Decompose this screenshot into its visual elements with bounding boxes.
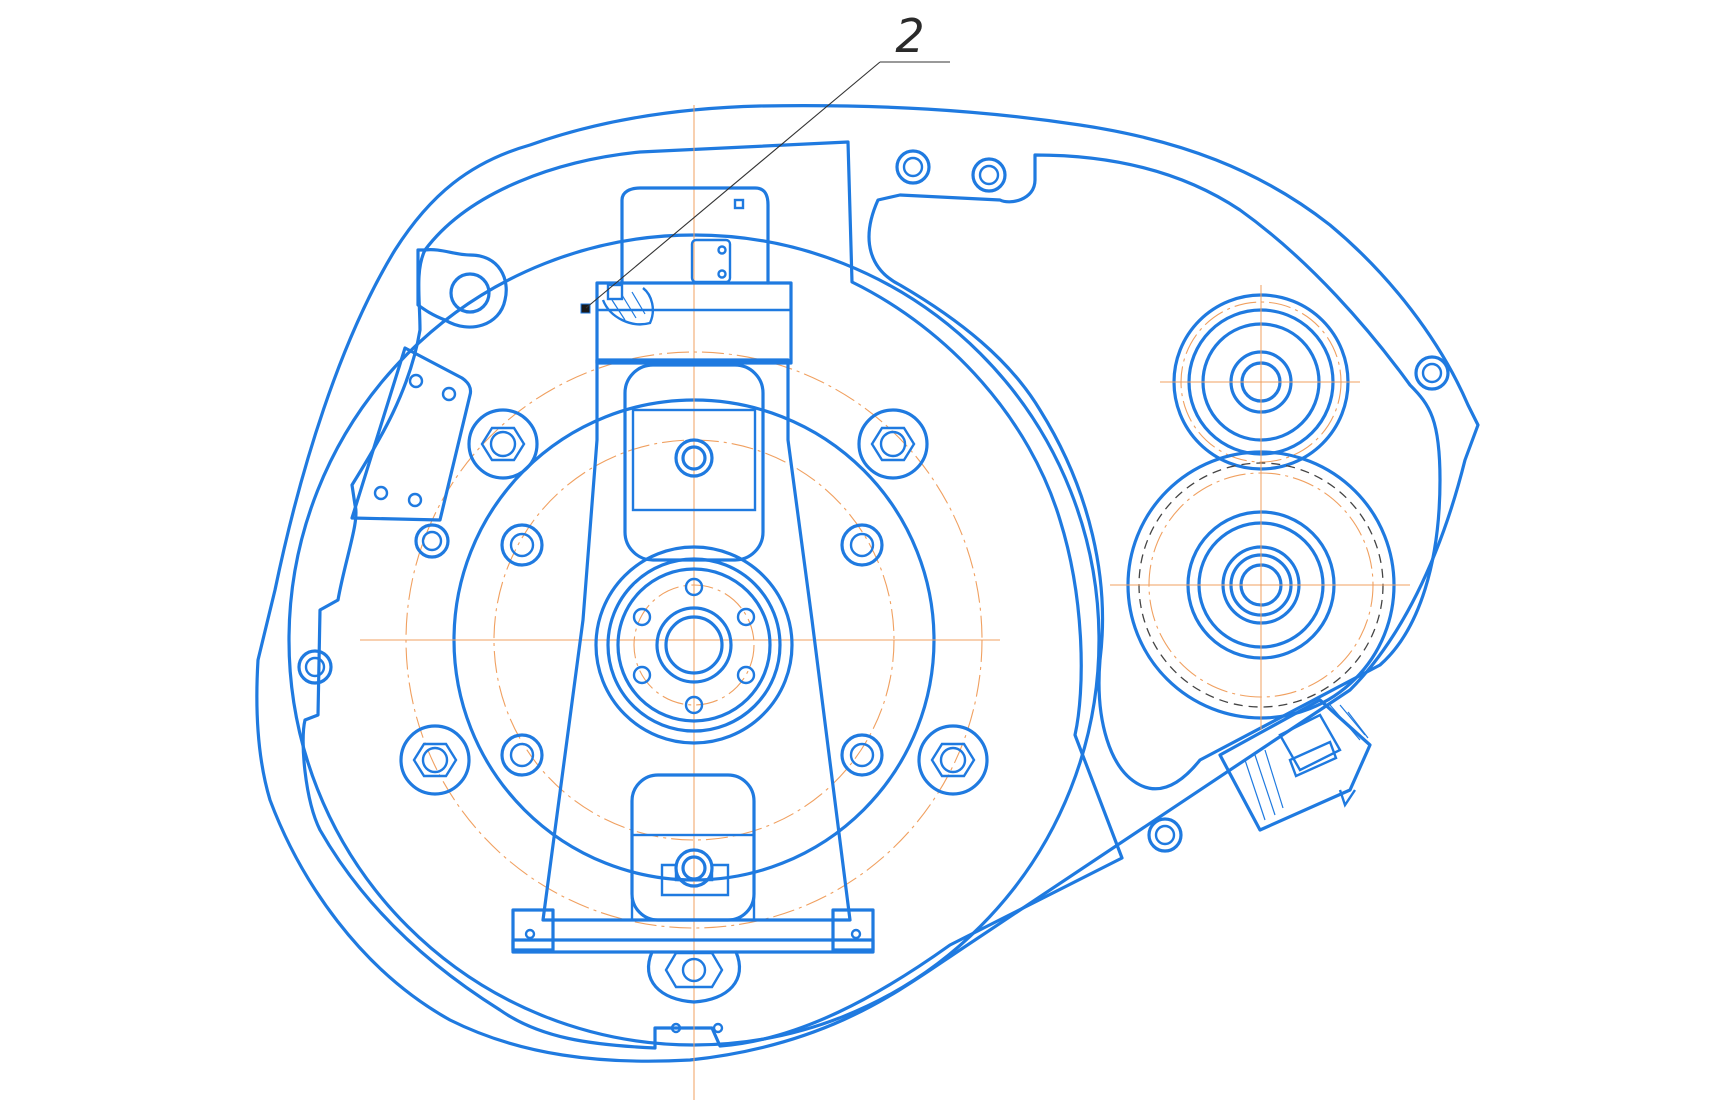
left-plate-hole-1 (408, 373, 424, 389)
hub-holes (632, 577, 756, 715)
hub-bore-outer (655, 606, 733, 684)
housing-inner-contour-left (301, 140, 1124, 1050)
bottom-nut-hex (664, 951, 724, 989)
bolt-pitch-circle-inner (493, 439, 895, 841)
top-bolt-1 (895, 149, 931, 185)
left-bolt-middle (414, 523, 450, 559)
part-2-detail (580, 283, 654, 326)
small-hole-b (717, 269, 727, 279)
bottom-nut-lug (646, 950, 742, 1004)
left-plate (350, 346, 473, 522)
hex-bolt-bottom-left (399, 724, 471, 796)
housing-inner-contour-right (867, 153, 1442, 791)
lower-window-insert (630, 833, 756, 922)
callout-leader (585, 61, 881, 309)
upper-bolt-inner (681, 445, 707, 471)
lower-gear (1110, 440, 1410, 730)
bottom-nut-hole (681, 957, 707, 983)
right-foot (831, 908, 875, 952)
right-bolt-edge (1414, 355, 1450, 391)
small-square-mark (733, 198, 745, 210)
hub-outer (594, 545, 794, 745)
upper-bolt-outer (674, 438, 714, 478)
lower-bolt-outer (674, 848, 714, 888)
hub-pitch-circle (633, 584, 755, 706)
right-foot-hole (850, 928, 862, 940)
hub-ring-2 (616, 567, 772, 723)
hex-bolt-top-left (467, 408, 539, 480)
bottom-pin-left (670, 1022, 682, 1034)
hex-bolt-bottom-right (917, 724, 989, 796)
left-plate-hole-4 (407, 492, 423, 508)
part-2-marker (580, 303, 591, 314)
bolt-pitch-circle-outer (405, 351, 983, 929)
upper-window-insert (631, 408, 757, 512)
bottom-pin-right (712, 1022, 724, 1034)
bracket-top-plate (595, 281, 793, 365)
small-hole-a (717, 245, 727, 255)
lower-bolt-inner (681, 855, 707, 881)
left-bolt-edge (297, 649, 333, 685)
drain-plug-section (1218, 698, 1372, 832)
top-bolt-2 (971, 157, 1007, 193)
bolt-inner-tr (840, 523, 884, 567)
hex-bolt-top-right (857, 408, 929, 480)
hub-bore-inner (664, 615, 724, 675)
left-plate-hole-2 (441, 386, 457, 402)
flange-bolts (399, 408, 989, 796)
lower-window (630, 773, 756, 922)
bolt-inner-tl (500, 523, 544, 567)
small-key-block (690, 238, 732, 284)
left-lug (416, 248, 508, 329)
housing-outer-contour (255, 104, 1480, 1063)
left-foot-hole (524, 928, 536, 940)
bracket-body (541, 358, 852, 922)
bolt-inner-br (840, 733, 884, 777)
left-plate-hole-3 (373, 485, 389, 501)
hub-ring-1 (606, 557, 782, 733)
bolt-inner-bl (500, 733, 544, 777)
callout-label: 2 (895, 9, 924, 63)
left-lug-hole (449, 272, 491, 314)
base-strip (511, 938, 875, 954)
left-foot (511, 908, 555, 952)
bracket-upper-block (620, 186, 770, 285)
bottom-right-bolt (1147, 817, 1183, 853)
